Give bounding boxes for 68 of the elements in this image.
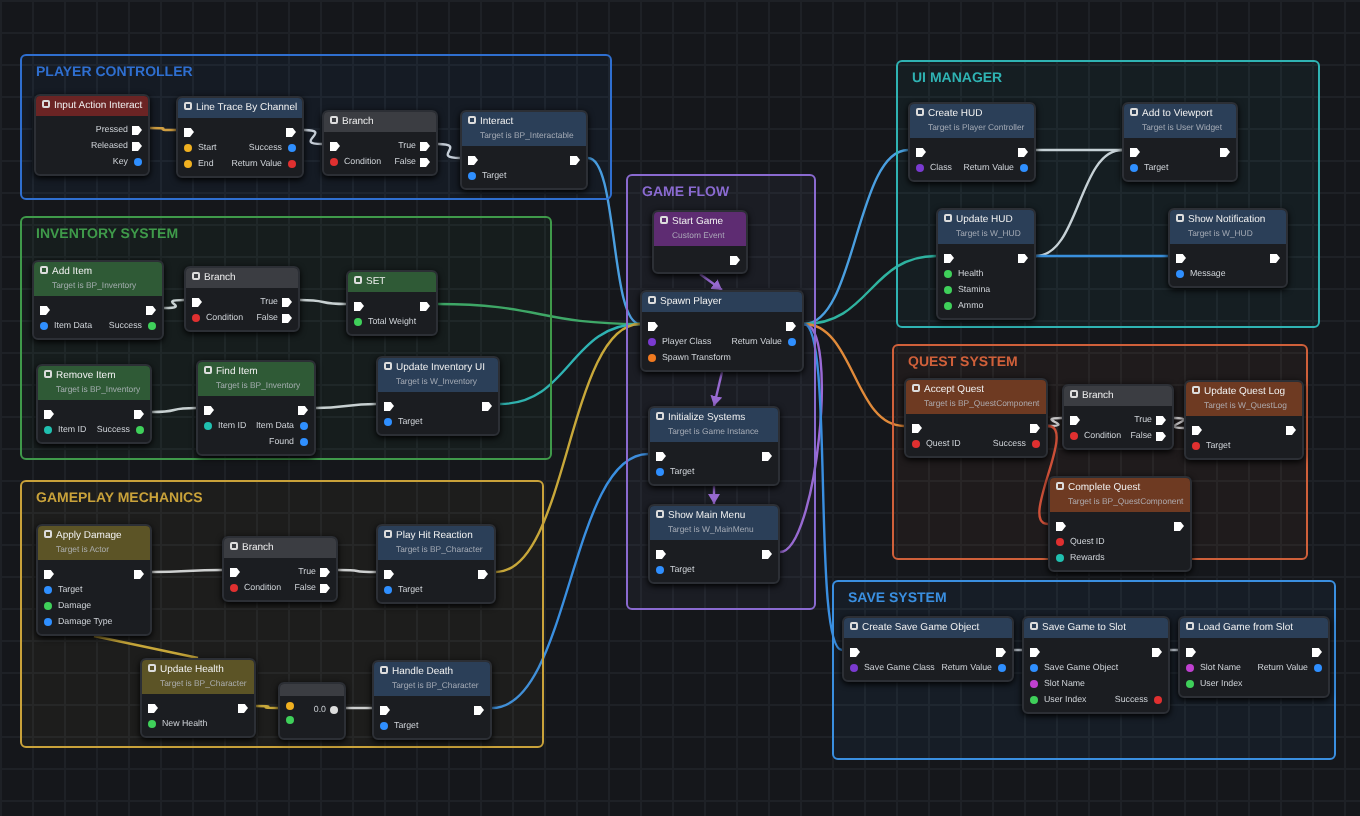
wire-connector <box>708 486 720 504</box>
wire-connector <box>163 298 185 310</box>
wire-connector <box>316 402 376 410</box>
comment-group <box>20 480 544 748</box>
wire-connector <box>803 323 843 651</box>
comment-group <box>832 580 1336 760</box>
function-node <box>1168 208 1288 288</box>
wire-connector <box>1036 254 1168 258</box>
wire-connector <box>803 254 937 326</box>
function-node <box>372 660 492 740</box>
wire-connector <box>338 568 376 574</box>
wire-connector <box>699 273 723 291</box>
wire-connector <box>93 634 199 660</box>
comment-group <box>20 54 612 200</box>
function-node <box>176 96 304 178</box>
wire-connector <box>152 568 222 574</box>
wire-connector <box>150 126 176 132</box>
function-node <box>652 210 748 274</box>
wire-connector <box>1047 416 1063 428</box>
wire-connector <box>1013 648 1023 652</box>
wire-connector <box>587 156 641 326</box>
function-node <box>222 536 338 602</box>
comment-group <box>20 216 552 460</box>
wire-connector <box>300 298 346 306</box>
wire-connector <box>1036 148 1122 152</box>
function-node <box>346 270 438 336</box>
function-node <box>196 360 316 456</box>
wire-connector <box>803 322 905 428</box>
wire-connector <box>1173 416 1185 430</box>
function-node <box>32 260 164 340</box>
function-node <box>460 110 588 190</box>
function-node <box>278 682 346 740</box>
function-node <box>908 102 1036 182</box>
function-node <box>936 208 1036 320</box>
function-node <box>904 378 1048 458</box>
wire-connector <box>346 706 372 710</box>
wire-connector <box>303 128 323 146</box>
function-node <box>34 94 150 176</box>
function-node <box>322 110 438 176</box>
function-node <box>640 290 804 372</box>
function-node <box>376 524 496 604</box>
function-node <box>648 504 780 584</box>
function-node <box>1122 102 1238 182</box>
wire-connector <box>256 704 278 710</box>
comment-group <box>626 174 816 610</box>
function-node <box>184 266 300 332</box>
wire-connector <box>1035 148 1123 258</box>
comment-group <box>896 60 1320 328</box>
wire-connector <box>491 452 649 710</box>
wire-connector <box>437 142 461 160</box>
wire-connector <box>1169 648 1179 652</box>
function-node <box>140 658 256 738</box>
function-node <box>842 616 1014 682</box>
wire-connector <box>495 322 641 574</box>
function-node <box>1178 616 1330 698</box>
wire-connector <box>803 148 909 326</box>
wire-connector <box>710 371 724 407</box>
function-node <box>1062 384 1174 450</box>
function-node <box>1022 616 1170 714</box>
wire-connector <box>152 406 196 414</box>
function-node <box>1184 380 1304 460</box>
wire-connector <box>779 322 823 554</box>
function-node <box>648 406 780 486</box>
function-node <box>1048 476 1192 572</box>
function-node <box>36 364 152 444</box>
function-node <box>376 356 500 436</box>
wire-connector <box>1038 424 1058 526</box>
function-node <box>36 524 152 636</box>
